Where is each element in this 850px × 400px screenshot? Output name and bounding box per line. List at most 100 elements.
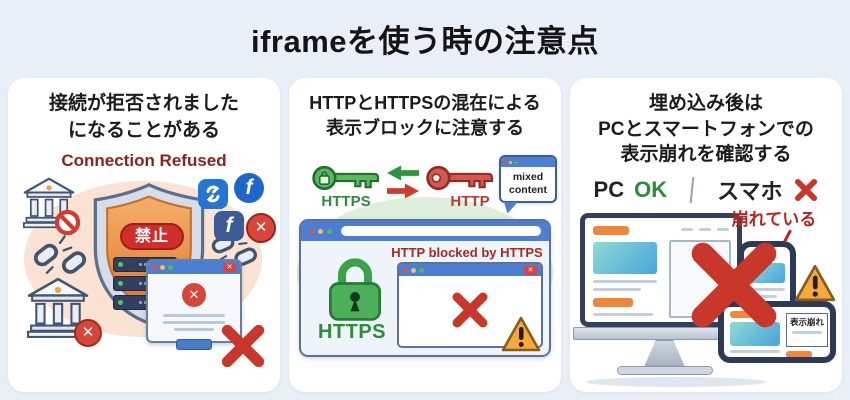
window-dot-icon bbox=[168, 265, 173, 271]
pc-label: PC bbox=[593, 176, 625, 202]
close-icon: ✕ bbox=[524, 265, 537, 275]
error-circle-icon: ✕ bbox=[182, 283, 206, 308]
browser-titlebar bbox=[301, 221, 549, 242]
window-dot-icon bbox=[509, 160, 512, 164]
page-title: iframeを使う時の注意点 bbox=[250, 24, 600, 59]
hero-image bbox=[593, 241, 657, 274]
panel-right-heading: 埋め込み後は PCとスマートフォンでの 表示崩れを確認する bbox=[570, 91, 842, 168]
browser-window: HTTP blocked by HTTPS HTTPS ✕ bbox=[299, 219, 551, 358]
mixed-content-bubble: mixed content bbox=[499, 155, 557, 214]
shazam-icon bbox=[198, 179, 228, 210]
nav-dash bbox=[717, 227, 729, 231]
nav-dash bbox=[699, 227, 711, 231]
warning-triangle-icon bbox=[794, 264, 836, 302]
heading-line: 埋め込み後は bbox=[648, 93, 763, 114]
facebook-f-glyph: f bbox=[225, 214, 233, 238]
panel-middle-illustration: HTTPS HTTP mixed content bbox=[289, 155, 561, 379]
layout-broken-x-icon bbox=[688, 239, 780, 331]
http-key-label: HTTP bbox=[450, 193, 490, 211]
heading-line: HTTPとHTTPSの混在による bbox=[309, 93, 541, 113]
facebook-square-icon: f bbox=[214, 211, 244, 242]
window-dot-icon bbox=[327, 228, 332, 234]
heading-line: になることがある bbox=[67, 119, 220, 141]
broken-display-label: 表示崩れ bbox=[789, 316, 824, 327]
window-dot-icon bbox=[504, 160, 507, 164]
window-dot-icon bbox=[419, 267, 424, 273]
warning-triangle-icon bbox=[501, 317, 541, 352]
dialog-titlebar: ✕ bbox=[148, 261, 240, 275]
error-x-icon: ✕ bbox=[74, 319, 102, 348]
smartphone-landscape-icon: 表示崩れ bbox=[718, 300, 836, 363]
window-dot-icon bbox=[318, 228, 323, 234]
nav-dash bbox=[681, 227, 693, 231]
panel-connection-refused: 接続が拒否されました になることがある Connection Refused 禁… bbox=[8, 78, 280, 392]
arrow-right-icon bbox=[387, 183, 419, 199]
blocked-x-icon bbox=[451, 291, 489, 329]
page-button bbox=[730, 310, 752, 318]
heading-line: 表示崩れを確認する bbox=[620, 144, 792, 166]
iframe-titlebar: ✕ bbox=[399, 264, 541, 277]
http-key-icon bbox=[426, 166, 494, 191]
text-line bbox=[174, 328, 214, 332]
broken-chain-icon bbox=[32, 234, 88, 277]
window-dot-icon bbox=[152, 265, 157, 271]
text-line bbox=[749, 287, 785, 291]
page-button bbox=[786, 350, 812, 357]
window-dot-icon bbox=[403, 267, 408, 273]
https-padlock-label: HTTPS bbox=[317, 321, 387, 344]
heading-line: PCとスマートフォンでの bbox=[598, 118, 814, 140]
pc-vs-smartphone-verdict: PC OK スマホ bbox=[570, 175, 842, 205]
callout-pointer bbox=[782, 229, 792, 243]
facebook-icon: f bbox=[234, 173, 264, 204]
panel-middle-heading: HTTPとHTTPSの混在による 表示ブロックに注意する bbox=[289, 91, 561, 141]
https-padlock-icon bbox=[325, 253, 385, 323]
bubble-titlebar bbox=[501, 157, 555, 168]
monitor-stand bbox=[644, 339, 685, 366]
panel-row: 接続が拒否されました になることがある Connection Refused 禁… bbox=[8, 78, 842, 392]
forbidden-badge: 禁止 bbox=[120, 223, 184, 251]
panel-left-heading: 接続が拒否されました になることがある bbox=[8, 91, 280, 144]
blocked-message: HTTP blocked by HTTPS bbox=[391, 245, 543, 261]
bubble-window: mixed content bbox=[499, 155, 557, 203]
text-line bbox=[749, 294, 777, 298]
dialog-button bbox=[176, 339, 212, 351]
divider bbox=[689, 176, 695, 203]
window-dot-icon bbox=[411, 267, 416, 273]
text-line bbox=[163, 321, 225, 325]
window-dot-icon bbox=[514, 160, 517, 164]
big-red-x-icon bbox=[220, 323, 266, 369]
bubble-tail bbox=[504, 201, 518, 214]
window-dot-icon bbox=[160, 265, 165, 271]
panel-left-illustration: 禁止 f f ✕ ✕ bbox=[8, 173, 280, 373]
pc-ok-status: OK bbox=[634, 176, 668, 202]
hero-image bbox=[730, 321, 780, 346]
smartphone-ng-x-icon bbox=[794, 178, 818, 202]
address-bar bbox=[341, 226, 541, 237]
panel-right-illustration: 表示崩れ 崩れている bbox=[570, 205, 842, 389]
smartphone-label: スマホ bbox=[717, 178, 783, 204]
mixed-content-label: mixed content bbox=[509, 171, 547, 196]
text-line bbox=[163, 314, 225, 318]
text-line bbox=[593, 279, 657, 283]
connection-refused-label: Connection Refused bbox=[61, 151, 227, 171]
text-line bbox=[593, 287, 641, 291]
arrow-left-icon bbox=[387, 165, 419, 181]
panel-mixed-content: HTTPとHTTPSの混在による 表示ブロックに注意する HTTPS HTTP bbox=[289, 78, 561, 392]
text-line bbox=[730, 349, 780, 353]
https-key-icon bbox=[312, 166, 380, 191]
heading-line: 接続が拒否されました bbox=[48, 93, 239, 114]
text-line bbox=[593, 312, 653, 316]
monitor-base bbox=[616, 365, 713, 375]
https-key-label: HTTPS bbox=[321, 193, 371, 211]
page-button bbox=[593, 297, 633, 307]
blocked-x-icon: ✕ bbox=[246, 213, 276, 244]
broken-display-box: 表示崩れ bbox=[786, 312, 828, 347]
window-dot-icon bbox=[309, 228, 314, 234]
facebook-f-glyph: f bbox=[245, 176, 253, 200]
floor-shadow bbox=[586, 376, 766, 387]
page-button bbox=[593, 225, 629, 235]
close-icon: ✕ bbox=[223, 263, 236, 273]
heading-line: 表示ブロックに注意する bbox=[326, 118, 524, 139]
panel-layout-check: 埋め込み後は PCとスマートフォンでの 表示崩れを確認する PC OK スマホ bbox=[570, 78, 842, 392]
